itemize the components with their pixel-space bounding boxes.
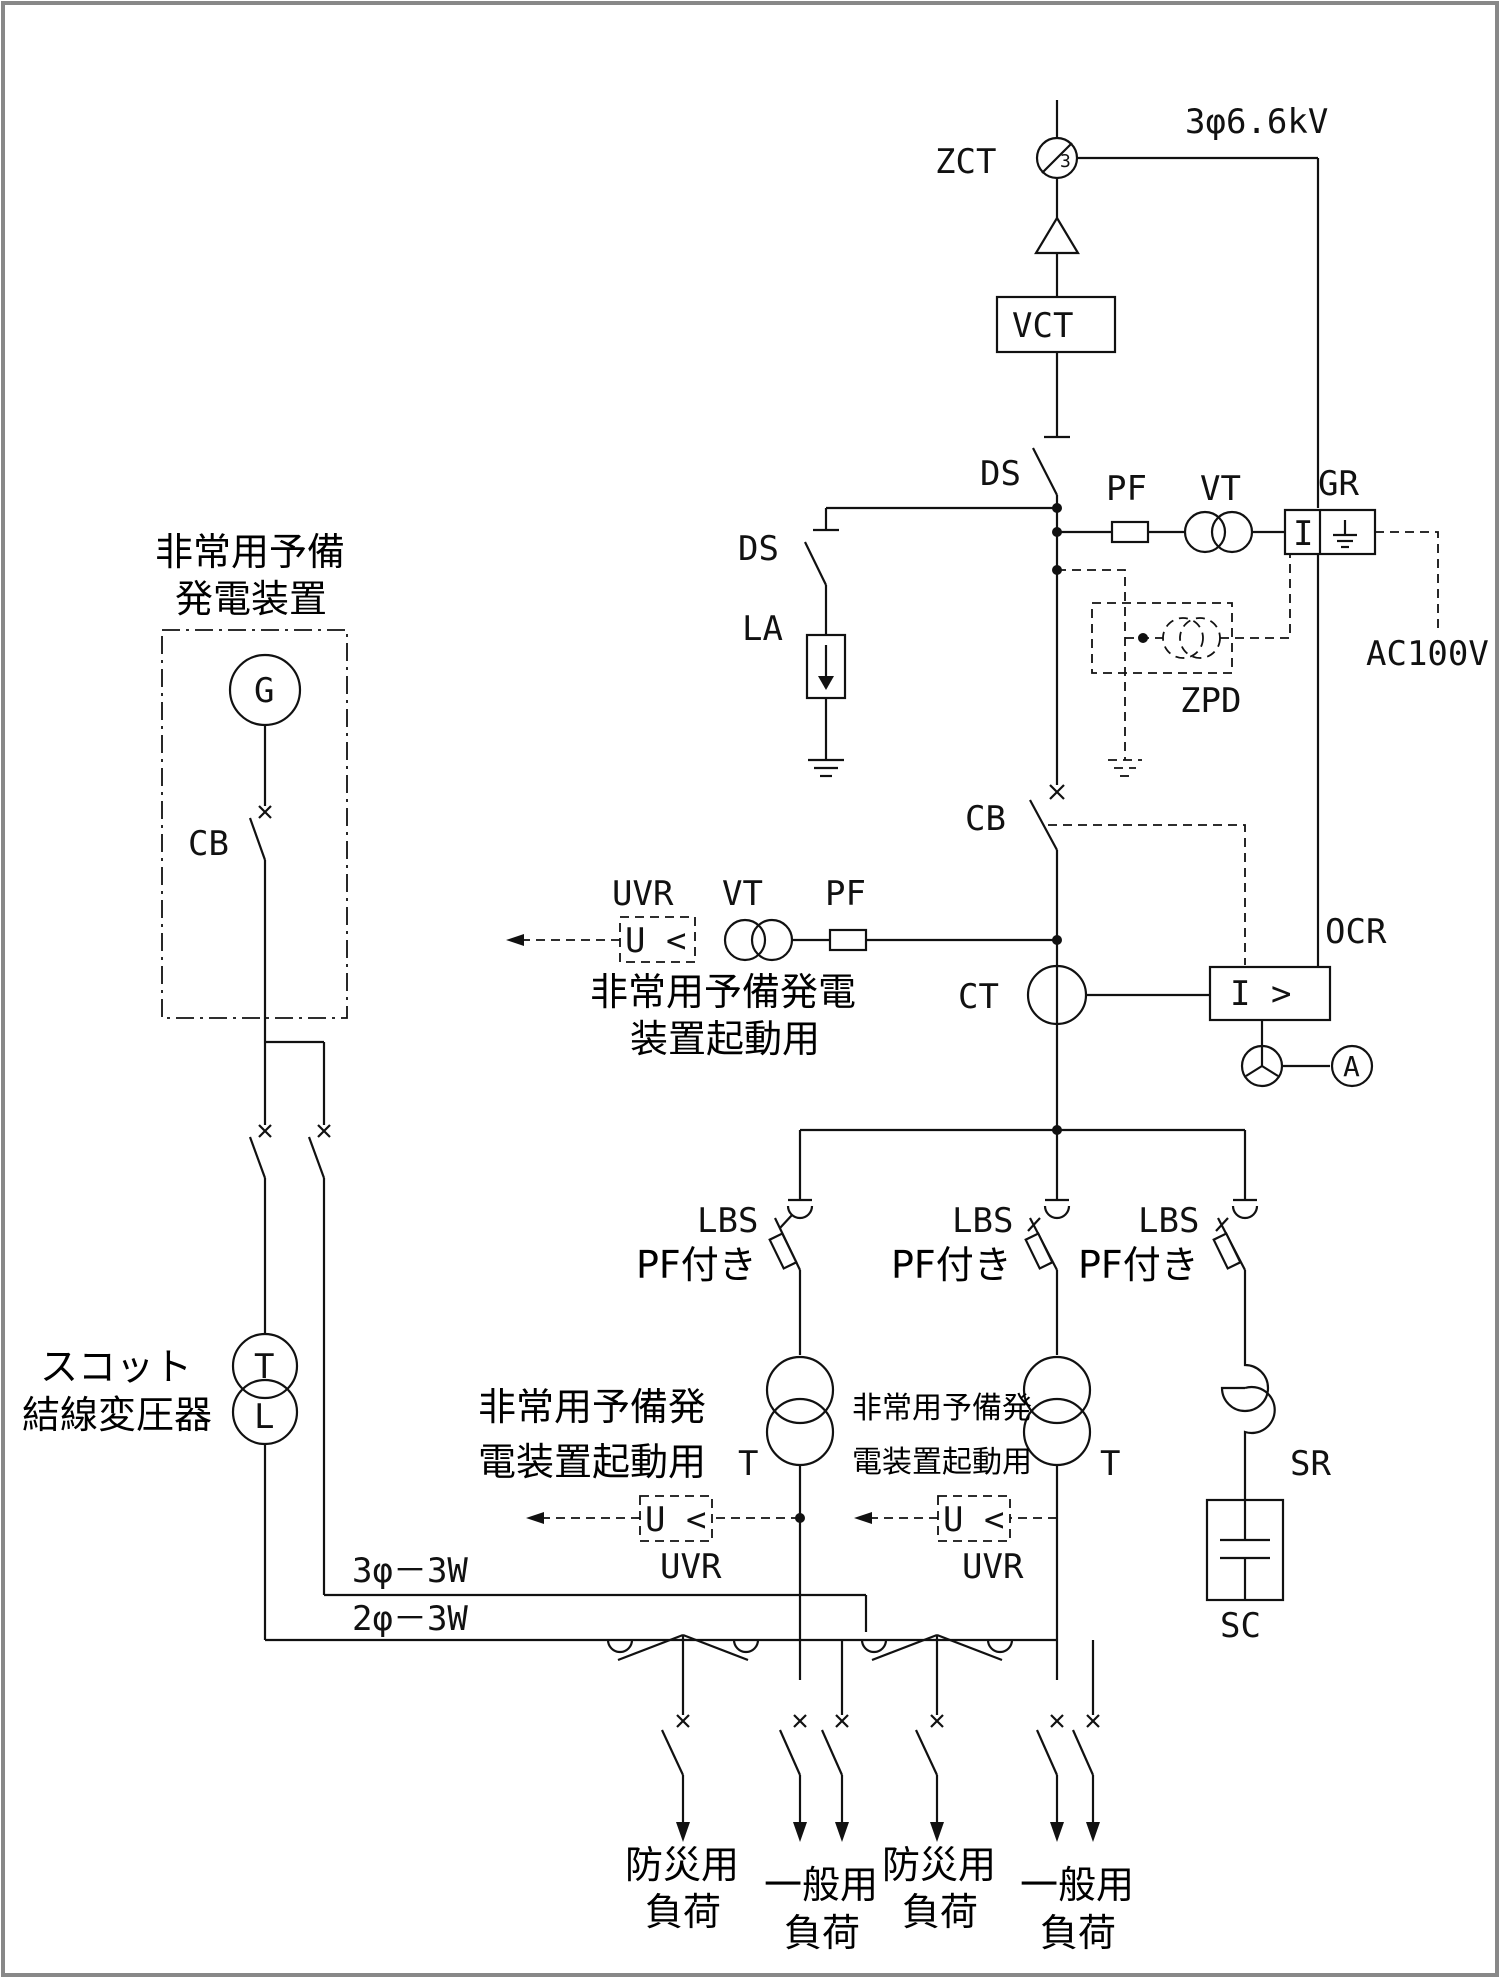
sr-label: SR (1290, 1444, 1331, 1484)
svg-text:A: A (1343, 1050, 1360, 1083)
ocr-label: OCR (1325, 912, 1387, 952)
gen-title-line1: 非常用予備 (155, 530, 345, 574)
load-2-line2: 負荷 (784, 1911, 860, 1955)
la-branch: DS LA (738, 506, 1057, 778)
svg-text:3: 3 (1060, 151, 1071, 172)
start-branch: PF VT U < UVR 非常用予備発電 装置起動用 (506, 874, 1057, 1061)
transformer-2-note-line1: 非常用予備発 (852, 1391, 1032, 1426)
ammeter-symbol (1330, 1044, 1374, 1088)
pf-mid-symbol (828, 928, 868, 952)
transformer-1-note-line2: 電装置起動用 (478, 1440, 706, 1484)
uvr-top-label: UVR (612, 874, 674, 914)
svg-text:I: I (1293, 514, 1313, 554)
start-note-line2: 装置起動用 (630, 1017, 820, 1061)
transformer-2-label: T (1100, 1444, 1120, 1484)
uvr-1-label: UVR (660, 1547, 722, 1587)
bus-3ph-label: 3φ－3W (352, 1551, 468, 1591)
load-4-line1: 一般用 (1020, 1863, 1134, 1907)
la-label: LA (742, 609, 783, 649)
cb-main-blade (1029, 799, 1058, 851)
transformer-2-note-line2: 電装置起動用 (852, 1445, 1032, 1480)
load-3-line1: 防災用 (882, 1843, 996, 1887)
lbs-1-label: LBS (697, 1201, 758, 1241)
gen-title-line2: 発電装置 (175, 577, 327, 621)
zct-label: ZCT (935, 142, 996, 182)
load-4-line2: 負荷 (1040, 1911, 1116, 1955)
start-note-line1: 非常用予備発電 (590, 970, 856, 1014)
main-feeder: 3φ6.6kV 3 ZCT VCT DS (935, 100, 1328, 785)
pf-with-1-label: PF付き (636, 1243, 757, 1287)
cable-head-symbol (1034, 215, 1080, 255)
zpd-label: ZPD (1180, 681, 1241, 721)
cb-main-label: CB (965, 799, 1006, 839)
ocr-box (1208, 965, 1332, 1022)
gen-enclosure (161, 629, 348, 1019)
load-2-line1: 一般用 (764, 1863, 878, 1907)
generator: 非常用予備 発電装置 G CB T L スコット 結線変圧器 (22, 530, 348, 1640)
transformer-1-note-line1: 非常用予備発 (478, 1385, 706, 1429)
capacitor-branch: SR SC (1205, 1355, 1331, 1646)
load-1-line1: 防災用 (625, 1843, 739, 1887)
ct-ocr: CT I > OCR A (958, 912, 1387, 1088)
ds-main-label: DS (980, 454, 1021, 494)
ds-main-blade (1032, 447, 1058, 496)
vt-mid-label: VT (722, 874, 763, 914)
load-3-line2: 負荷 (902, 1890, 978, 1934)
ct-label: CT (958, 977, 999, 1017)
uvr-2-label: UVR (962, 1547, 1024, 1587)
ds-la-label: DS (738, 529, 779, 569)
pf-top-label: PF (1106, 469, 1147, 509)
scott-t-coil (231, 1332, 299, 1400)
feeder-bus (798, 1128, 1247, 1200)
bus-2ph-label: 2φ－3W (352, 1599, 468, 1639)
scott-label-line2: 結線変圧器 (22, 1393, 212, 1437)
pf-with-3-label: PF付き (1078, 1243, 1199, 1287)
svg-text:L: L (254, 1397, 274, 1437)
transformer-2: T 非常用予備発 電装置起動用 U < UVR (852, 1355, 1120, 1680)
vt-top-label: VT (1200, 469, 1241, 509)
pf-top-symbol (1110, 520, 1150, 544)
zpd-symbol (1162, 617, 1204, 659)
lbs-2-label: LBS (952, 1201, 1013, 1241)
vct-box (995, 295, 1117, 354)
cb-gen-label: CB (188, 824, 229, 864)
sr-symbol (1220, 1355, 1276, 1500)
vct-label: VCT (1012, 306, 1073, 346)
lbs-feeder-1: LBS PF付き (636, 1198, 814, 1355)
ds-la-blade (804, 541, 827, 586)
ac100v-label: AC100V (1366, 634, 1489, 674)
lbs-2-fuse (1024, 1232, 1054, 1270)
svg-text:U <: U < (625, 921, 686, 961)
gr-branch: PF VT I GR AC100V (1057, 464, 1489, 920)
svg-text:U <: U < (645, 1500, 706, 1540)
lbs-feeder-2: LBS PF付き (891, 1198, 1071, 1355)
cb-gen-blade (248, 817, 267, 861)
transformer-1-label: T (738, 1444, 758, 1484)
svg-text:T: T (254, 1347, 274, 1387)
transformer-2-primary (1022, 1355, 1092, 1425)
zpd-branch: ZPD (1057, 554, 1291, 777)
lbs-3-label: LBS (1138, 1201, 1199, 1241)
pf-with-2-label: PF付き (891, 1243, 1012, 1287)
lv-bus: 3φ－3W 2φ－3W (265, 1551, 1095, 1715)
transformer-1-primary (765, 1355, 835, 1425)
main-cb: CB (965, 784, 1246, 1135)
gr-label: GR (1318, 464, 1359, 504)
load-feeders (661, 1714, 1100, 1842)
load-1-line2: 負荷 (645, 1890, 721, 1934)
lbs-3-fuse (1212, 1232, 1242, 1270)
lbs-feeder-3: LBS PF付き (1078, 1198, 1259, 1355)
svg-text:G: G (254, 671, 274, 711)
supply-label: 3φ6.6kV (1185, 102, 1328, 142)
svg-text:I >: I > (1230, 974, 1291, 1014)
pf-mid-label: PF (825, 874, 866, 914)
scott-label-line1: スコット (40, 1345, 192, 1389)
svg-text:U <: U < (943, 1500, 1004, 1540)
lbs-1-fuse (768, 1232, 798, 1270)
transformer-1: T 非常用予備発 電装置起動用 U < UVR (478, 1355, 835, 1680)
sc-label: SC (1220, 1606, 1261, 1646)
